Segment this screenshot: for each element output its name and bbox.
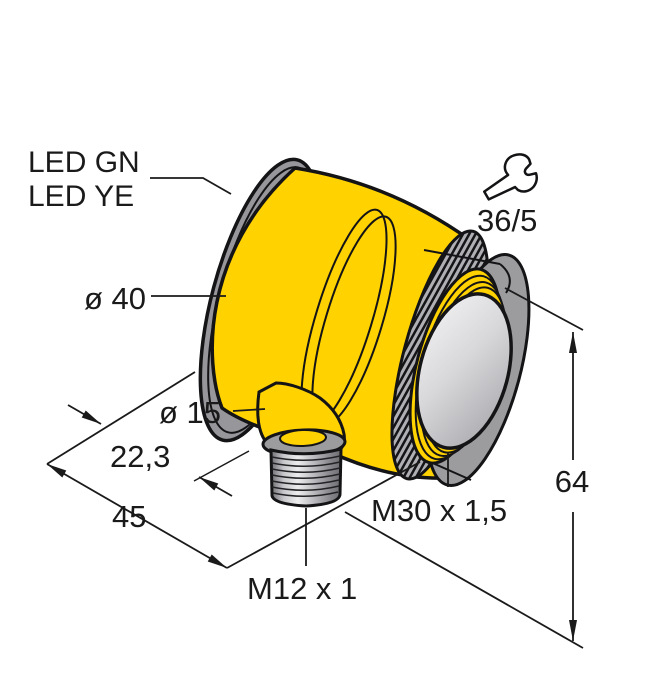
leader-dia15 bbox=[232, 408, 266, 412]
m12-thread-lines bbox=[271, 455, 341, 498]
leader-led bbox=[150, 177, 232, 195]
arrowhead-64-down bbox=[569, 620, 577, 641]
label-dim-22-3: 22,3 bbox=[110, 439, 170, 474]
arrowhead-64-up bbox=[569, 332, 577, 353]
label-dim-45: 45 bbox=[112, 499, 146, 534]
dim-45-line bbox=[46, 463, 228, 569]
extension-line-64-top bbox=[504, 287, 584, 331]
sensor-illustration bbox=[198, 157, 531, 508]
arrowhead-45-right bbox=[207, 554, 227, 568]
label-dia-40: ø 40 bbox=[84, 281, 146, 316]
dimension-arrowheads bbox=[47, 332, 577, 641]
lens bbox=[415, 292, 513, 450]
label-thread-m30: M30 x 1,5 bbox=[371, 493, 507, 528]
arrowhead-22-3-left bbox=[81, 410, 101, 424]
label-dim-64: 64 bbox=[555, 464, 589, 499]
label-wrench-size: 36/5 bbox=[477, 203, 537, 238]
label-dia-15: ø 15 bbox=[159, 395, 221, 430]
arrowhead-22-3-right bbox=[199, 477, 219, 491]
label-thread-m12: M12 x 1 bbox=[247, 571, 357, 606]
label-led-ye: LED YE bbox=[28, 180, 134, 213]
extension-line-64-bottom bbox=[344, 511, 584, 649]
dimension-lines bbox=[46, 177, 584, 649]
label-led-gn: LED GN bbox=[28, 146, 140, 179]
extension-line-back bbox=[46, 371, 196, 465]
extension-line-connector bbox=[193, 450, 250, 482]
wrench-icon bbox=[482, 153, 538, 201]
extension-line-front bbox=[226, 461, 421, 569]
connector-collar-top bbox=[279, 428, 327, 448]
arrowhead-45-left bbox=[47, 464, 67, 478]
